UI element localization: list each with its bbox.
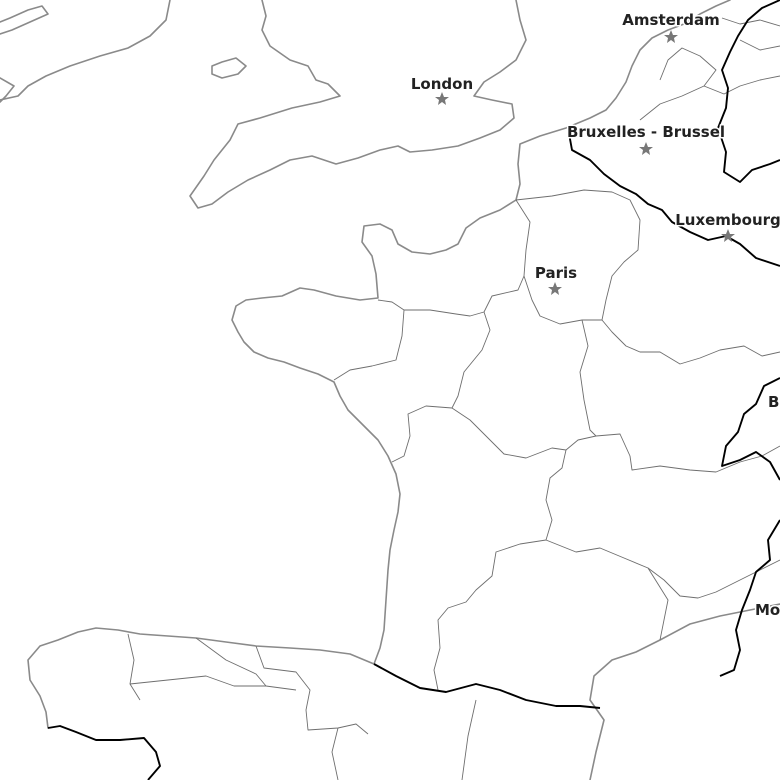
star-icon[interactable] [639, 142, 653, 155]
star-icon[interactable] [548, 282, 562, 295]
capital-markers [435, 30, 735, 295]
city-label-luxembourg[interactable]: Luxembourg [674, 210, 780, 231]
city-label-london[interactable]: London [409, 74, 474, 95]
coastline-france-north [515, 0, 731, 201]
star-icon[interactable] [721, 229, 735, 242]
city-label-amsterdam[interactable]: Amsterdam [621, 10, 721, 31]
city-labels: London Paris Amsterdam Bruxelles - Bruss… [409, 10, 780, 621]
city-label-paris[interactable]: Paris [533, 263, 578, 284]
city-label-monaco-partial[interactable]: Mo [754, 600, 780, 621]
star-icon[interactable] [664, 30, 678, 43]
country-borders [47, 0, 780, 780]
star-icon[interactable] [435, 92, 449, 105]
coastline-mediterranean [589, 603, 780, 780]
city-label-brussels[interactable]: Bruxelles - Brussel [565, 122, 726, 143]
coastline-spain-north [27, 627, 375, 729]
region-borders [127, 17, 780, 780]
coastline-ireland [0, 5, 49, 103]
city-label-bern-partial[interactable]: B [767, 392, 780, 413]
coastline-normandy [231, 199, 517, 665]
coastline-great-britain [0, 0, 527, 209]
